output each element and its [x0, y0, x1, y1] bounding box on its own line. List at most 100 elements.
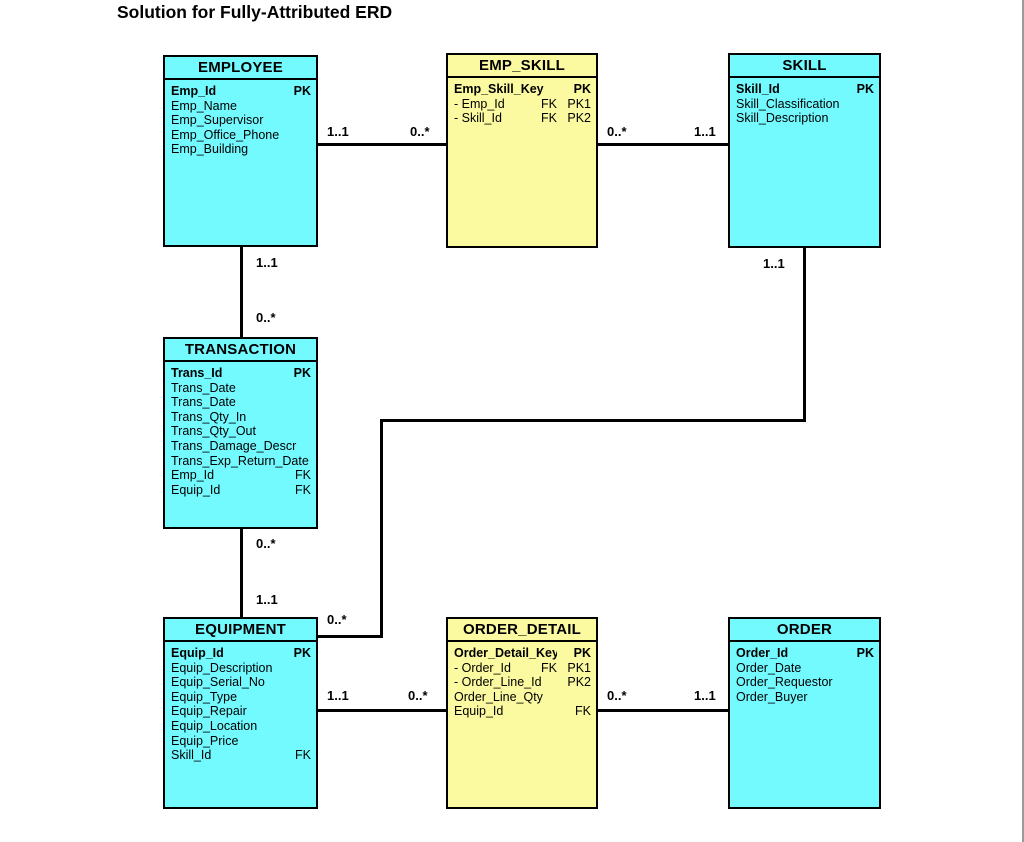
attribute-row: Emp_Name — [171, 99, 311, 114]
attribute-name: Equip_Id — [454, 704, 504, 719]
attribute-row: Emp_Id PK — [171, 84, 311, 99]
attribute-fk-tag: FK — [541, 96, 557, 111]
connector-line-skill-equipment — [803, 248, 806, 420]
attribute-row: Order_Requestor — [736, 675, 874, 690]
attribute-key-tag: PK1 — [567, 96, 591, 111]
attribute-key-tag: PK2 — [567, 111, 591, 126]
attribute-name: Emp_Building — [171, 142, 249, 157]
attribute-name: Trans_Date — [171, 395, 236, 410]
cardinality-label: 1..1 — [694, 688, 716, 703]
attribute-row: Order_Buyer — [736, 690, 874, 705]
attribute-key-tag: PK — [856, 646, 874, 660]
attribute-name: Skill_Description — [736, 111, 829, 126]
attribute-row: Emp_Office_Phone — [171, 128, 311, 143]
cardinality-label: 0..* — [410, 124, 430, 139]
cardinality-label: 0..* — [408, 688, 428, 703]
attribute-key-tag: PK — [573, 646, 591, 660]
attribute-row: Equip_Serial_No — [171, 675, 311, 690]
connector-line-empskill-skill — [598, 143, 728, 146]
entity-title-order: ORDER — [730, 619, 879, 642]
attribute-name: - Order_Line_Id — [454, 675, 542, 690]
attribute-key-tag: PK — [856, 82, 874, 96]
attribute-row: Equip_Repair — [171, 704, 311, 719]
attribute-row: Trans_Qty_In — [171, 410, 311, 425]
attribute-key-tag: PK — [573, 82, 591, 96]
attribute-row: Skill_Id FK — [171, 748, 311, 763]
attribute-key-tag: PK — [293, 646, 311, 660]
attribute-row: Emp_Supervisor — [171, 113, 311, 128]
cardinality-label: 0..* — [607, 688, 627, 703]
attribute-name: Skill_Id — [171, 748, 212, 763]
connector-line-equipment-orderdetail — [318, 709, 446, 712]
entity-title-emp-skill: EMP_SKILL — [448, 55, 596, 78]
cardinality-label: 0..* — [327, 612, 347, 627]
attribute-fk-tag: FK — [541, 111, 557, 126]
attribute-row: Order_Id PK — [736, 646, 874, 661]
attribute-row: Trans_Damage_Descr — [171, 439, 311, 454]
attribute-row: Order_Date — [736, 661, 874, 676]
attribute-name: - Order_Id — [454, 660, 511, 675]
attribute-row: Trans_Date — [171, 395, 311, 410]
attribute-name: Trans_Exp_Return_Date — [171, 453, 309, 468]
attribute-row: Equip_Price — [171, 734, 311, 749]
attribute-name: Skill_Id — [736, 82, 780, 96]
attribute-row: Equip_Id FK — [454, 704, 591, 719]
attribute-name: Equip_Repair — [171, 704, 247, 719]
attribute-name: Equip_Serial_No — [171, 675, 265, 690]
screen-right-edge — [1022, 0, 1024, 842]
entity-title-employee: EMPLOYEE — [165, 57, 316, 80]
attribute-fk-tag: FK — [541, 660, 557, 675]
attribute-name: Emp_Id — [171, 84, 217, 98]
entity-title-transaction: TRANSACTION — [165, 339, 316, 362]
connector-line-skill-equipment — [380, 419, 806, 422]
attribute-name: Order_Id — [736, 646, 789, 660]
attribute-key-tag: FK — [295, 748, 311, 763]
cardinality-label: 1..1 — [694, 124, 716, 139]
attribute-row: Skill_Id PK — [736, 82, 874, 97]
attribute-row: Emp_Skill_Key PK — [454, 82, 591, 97]
attribute-name: Trans_Date — [171, 380, 236, 395]
connector-line-transaction-equipment — [240, 529, 243, 617]
attribute-name: Emp_Office_Phone — [171, 127, 280, 142]
attribute-row: Equip_Location — [171, 719, 311, 734]
cardinality-label: 1..1 — [327, 124, 349, 139]
attribute-name: Equip_Id — [171, 646, 224, 660]
attribute-name: Trans_Qty_Out — [171, 424, 256, 439]
attribute-name: Trans_Id — [171, 366, 223, 380]
cardinality-label: 1..1 — [256, 255, 278, 270]
attribute-row: Equip_Description — [171, 661, 311, 676]
attribute-name: - Emp_Id — [454, 96, 505, 111]
attribute-key-tag: FK — [575, 704, 591, 719]
attribute-name: Equip_Description — [171, 660, 273, 675]
attribute-key-tag: PK1 — [567, 660, 591, 675]
attribute-name: Equip_Type — [171, 689, 238, 704]
attribute-row: - Emp_Id FK PK1 — [454, 97, 591, 112]
attribute-row: - Order_Id FK PK1 — [454, 661, 591, 676]
attribute-name: Order_Buyer — [736, 689, 808, 704]
attribute-name: Equip_Location — [171, 718, 258, 733]
attribute-name: Order_Detail_Key — [454, 646, 557, 660]
entity-title-skill: SKILL — [730, 55, 879, 78]
cardinality-label: 0..* — [607, 124, 627, 139]
cardinality-label: 1..1 — [256, 592, 278, 607]
cardinality-label: 0..* — [256, 536, 276, 551]
attribute-key-tag: PK — [293, 84, 311, 98]
attribute-key-tag: FK — [295, 482, 311, 497]
attribute-name: Emp_Skill_Key — [454, 82, 544, 96]
attribute-name: Emp_Supervisor — [171, 113, 264, 128]
